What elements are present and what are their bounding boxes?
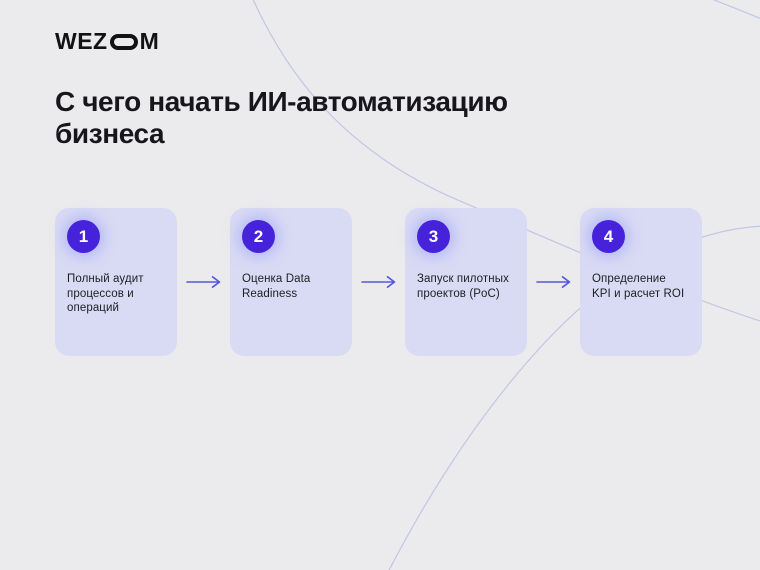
arrow-right-icon <box>535 276 570 288</box>
page-title-line1: С чего начать ИИ-автоматизацию <box>55 86 508 117</box>
wezom-logo: WEZ M <box>55 28 159 55</box>
decor-curve-corner <box>712 0 760 20</box>
step-label: Запуск пилотных проектов (PoC) <box>417 273 509 300</box>
step-card-2: 2 Оценка Data Readiness <box>230 208 352 356</box>
arrow-right-icon <box>360 276 395 288</box>
arrow-right-icon <box>185 276 220 288</box>
logo-text-suffix: M <box>139 28 160 54</box>
step-label: Полный аудит процессов и операций <box>67 273 144 315</box>
step-number-badge: 3 <box>417 220 450 253</box>
step-number-badge: 4 <box>592 220 625 253</box>
step-card-1: 1 Полный аудит процессов и операций <box>55 208 177 356</box>
step-card-3: 3 Запуск пилотных проектов (PoC) <box>405 208 527 356</box>
step-number-badge: 1 <box>67 220 100 253</box>
step-label: Определение KPI и расчет ROI <box>592 273 685 300</box>
step-card-4: 4 Определение KPI и расчет ROI <box>580 208 702 356</box>
step-label: Оценка Data Readiness <box>242 273 311 300</box>
step-number-badge: 2 <box>242 220 275 253</box>
logo-text-prefix: WEZ <box>55 28 108 54</box>
logo-o-icon <box>109 33 138 50</box>
page-title: С чего начать ИИ-автоматизацию бизнеса <box>55 86 508 150</box>
page-title-line2: бизнеса <box>55 117 165 149</box>
steps-row: 1 Полный аудит процессов и операций 2 Оц… <box>55 208 702 356</box>
flow-arrow <box>352 208 405 356</box>
flow-arrow <box>527 208 580 356</box>
flow-arrow <box>177 208 230 356</box>
